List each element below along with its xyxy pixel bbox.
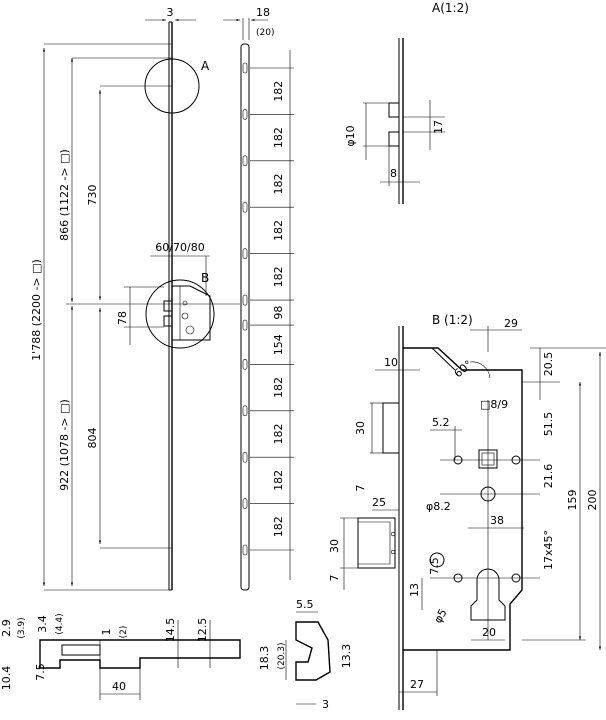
dim-730: 730 bbox=[86, 185, 99, 206]
detail-b-view: B (1:2) 29 10 bbox=[328, 313, 606, 710]
dim-38: 38 bbox=[490, 514, 504, 527]
dim-20: 20 bbox=[482, 626, 496, 639]
strip-slot bbox=[242, 201, 248, 213]
strip-spacing-label: 182 bbox=[272, 127, 285, 148]
strip-spacing-label: 182 bbox=[272, 424, 285, 445]
dim-7-5: 7.5 bbox=[428, 557, 441, 575]
dim-2-9: 2.9 bbox=[0, 619, 13, 637]
dim-13-3: 13.3 bbox=[340, 644, 353, 669]
dim-17x45: 17x45° bbox=[542, 530, 555, 570]
strip-slot bbox=[242, 319, 248, 331]
dim-20-5: 20.5 bbox=[542, 352, 555, 377]
dim-14-5: 14.5 bbox=[164, 618, 177, 643]
dim-51-5: 51.5 bbox=[542, 412, 555, 437]
strip-slot bbox=[242, 155, 248, 167]
dim-27: 27 bbox=[410, 678, 424, 691]
detail-a-view: A(1:2) φ10 17 8 bbox=[344, 1, 469, 204]
dim-21-6: 21.6 bbox=[542, 464, 555, 489]
dim-3: 3 bbox=[167, 6, 174, 19]
dim-1: 1 bbox=[100, 629, 113, 636]
dim-upper-length: 866 (1122 -> □) bbox=[58, 149, 71, 241]
dim-18-3: 18.3 bbox=[258, 646, 271, 671]
dim-total-length: 1'788 (2200 -> □) bbox=[30, 259, 43, 361]
strip-slot bbox=[242, 498, 248, 509]
strip-slot bbox=[242, 451, 248, 463]
strip-spacing-label: 182 bbox=[272, 470, 285, 491]
strip-spacing-label: 182 bbox=[272, 516, 285, 537]
dim-30-bottom: 30 bbox=[328, 539, 341, 553]
left-profile-view: 3 A B 1'788 (2200 -> □) 866 (1122 -> □) … bbox=[30, 6, 240, 591]
strip-slot bbox=[242, 544, 248, 556]
strip-spacing-label: 182 bbox=[272, 174, 285, 195]
dim-7-5-left: 7.5 bbox=[34, 663, 47, 681]
dim-60deg: 60° bbox=[452, 358, 475, 380]
dim-30-top: 30 bbox=[354, 421, 367, 435]
dim-200: 200 bbox=[586, 490, 599, 511]
dim-804: 804 bbox=[86, 428, 99, 449]
dim-8: 8 bbox=[390, 167, 397, 180]
dim-lower-length: 922 (1078 -> □) bbox=[58, 399, 71, 491]
dim-159: 159 bbox=[566, 490, 579, 511]
strip-slot bbox=[242, 358, 248, 370]
dim-3-4: 3.4 bbox=[36, 615, 49, 633]
dim-25: 25 bbox=[372, 496, 386, 509]
strip-slot bbox=[242, 62, 248, 74]
dim-4-4: (4.4) bbox=[55, 613, 65, 634]
dim-78: 78 bbox=[116, 311, 129, 325]
strip-spacing-label: 182 bbox=[272, 81, 285, 102]
label-a: A bbox=[201, 59, 210, 73]
dim-square-8-9: □8/9 bbox=[480, 398, 508, 411]
dim-10: 10 bbox=[384, 356, 398, 369]
dim-7-top: 7 bbox=[354, 485, 367, 492]
dim-phi8-2: φ8.2 bbox=[426, 500, 451, 513]
dim-17: 17 bbox=[432, 120, 445, 134]
strip-spacing-label: 182 bbox=[272, 377, 285, 398]
dim-backset: 60/70/80 bbox=[155, 241, 204, 254]
dim-12-5: 12.5 bbox=[196, 618, 209, 643]
bottom-middle-section: 5.5 18.3 (20.3) 13.3 3 bbox=[258, 598, 353, 711]
dim-10-4: 10.4 bbox=[0, 666, 13, 691]
dim-29: 29 bbox=[504, 317, 518, 330]
detail-a-title: A(1:2) bbox=[432, 1, 469, 15]
label-b: B bbox=[201, 271, 209, 285]
strip-slot bbox=[242, 109, 248, 120]
strip-slot bbox=[242, 405, 248, 417]
dim-phi10: φ10 bbox=[344, 125, 357, 146]
dim-40: 40 bbox=[112, 680, 126, 693]
dim-phi5: φ5 bbox=[431, 607, 449, 626]
dim-7-bottom: 7 bbox=[328, 575, 341, 582]
strip-spacing-label: 182 bbox=[272, 266, 285, 287]
dim-20-paren: (20) bbox=[256, 28, 274, 38]
bottom-left-section: 2.9 (3.9) 3.4 (4.4) 1 (2) 14.5 12.5 10.4… bbox=[0, 613, 241, 700]
dim-13: 13 bbox=[408, 583, 421, 597]
dim-2-paren: (2) bbox=[119, 626, 129, 639]
dim-18: 18 bbox=[256, 6, 270, 19]
dim-5-5: 5.5 bbox=[296, 598, 314, 611]
strip-spacing-label: 182 bbox=[272, 220, 285, 241]
detail-b-title: B (1:2) bbox=[432, 313, 473, 327]
dim-3-bottom: 3 bbox=[322, 698, 329, 711]
dim-5-2: 5.2 bbox=[432, 416, 450, 429]
strip-slot bbox=[242, 248, 248, 259]
strip-slot bbox=[242, 294, 248, 306]
dim-20-3: (20.3) bbox=[277, 642, 287, 669]
strip-spacing-label: 98 bbox=[272, 306, 285, 320]
dim-3-9: (3.9) bbox=[17, 617, 27, 638]
strip-view: 18 (20) 182 182 182 182 182 98 154 182 182 182 182 bbox=[223, 6, 294, 591]
strip-spacing-label: 154 bbox=[272, 334, 285, 355]
